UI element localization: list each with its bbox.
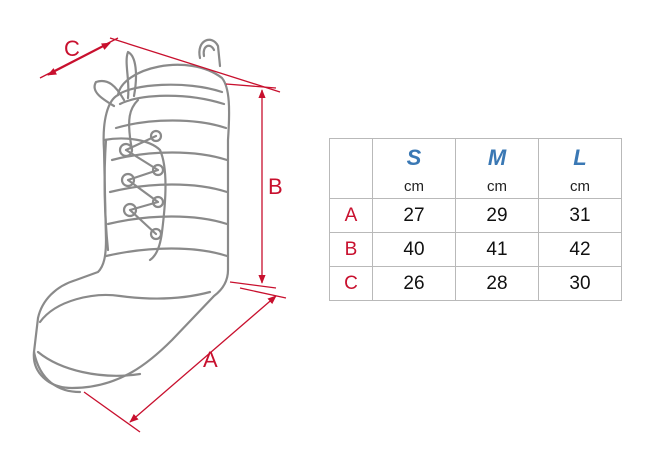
dimension-a-label: A [203, 347, 218, 372]
value-cell: 27 [372, 198, 456, 233]
table-row: A 27 29 31 [329, 198, 622, 233]
size-unit: cm [487, 177, 507, 195]
size-col-s: S cm [372, 138, 456, 199]
size-table: S cm M cm L cm A 27 29 31 B 40 41 42 C 2… [329, 138, 622, 301]
value-cell: 40 [372, 232, 456, 267]
table-row: C 26 28 30 [329, 266, 622, 301]
value-cell: 28 [455, 266, 539, 301]
value-cell: 26 [372, 266, 456, 301]
size-unit: cm [404, 177, 424, 195]
dimension-b-label: B [268, 174, 283, 199]
value-cell: 30 [538, 266, 622, 301]
corner-cell [329, 138, 373, 199]
value-cell: 42 [538, 232, 622, 267]
size-name: L [573, 144, 587, 170]
row-label: A [329, 198, 373, 233]
size-header-row: S cm M cm L cm [329, 138, 622, 199]
size-name: S [406, 144, 422, 170]
size-col-l: L cm [538, 138, 622, 199]
size-col-m: M cm [455, 138, 539, 199]
dimension-lines [39, 37, 287, 433]
value-cell: 41 [455, 232, 539, 267]
boot-outline [32, 38, 231, 394]
size-unit: cm [570, 177, 590, 195]
row-label: B [329, 232, 373, 267]
row-label: C [329, 266, 373, 301]
value-cell: 31 [538, 198, 622, 233]
dimension-c-label: C [64, 36, 80, 61]
size-name: M [487, 144, 507, 170]
value-cell: 29 [455, 198, 539, 233]
table-row: B 40 41 42 [329, 232, 622, 267]
